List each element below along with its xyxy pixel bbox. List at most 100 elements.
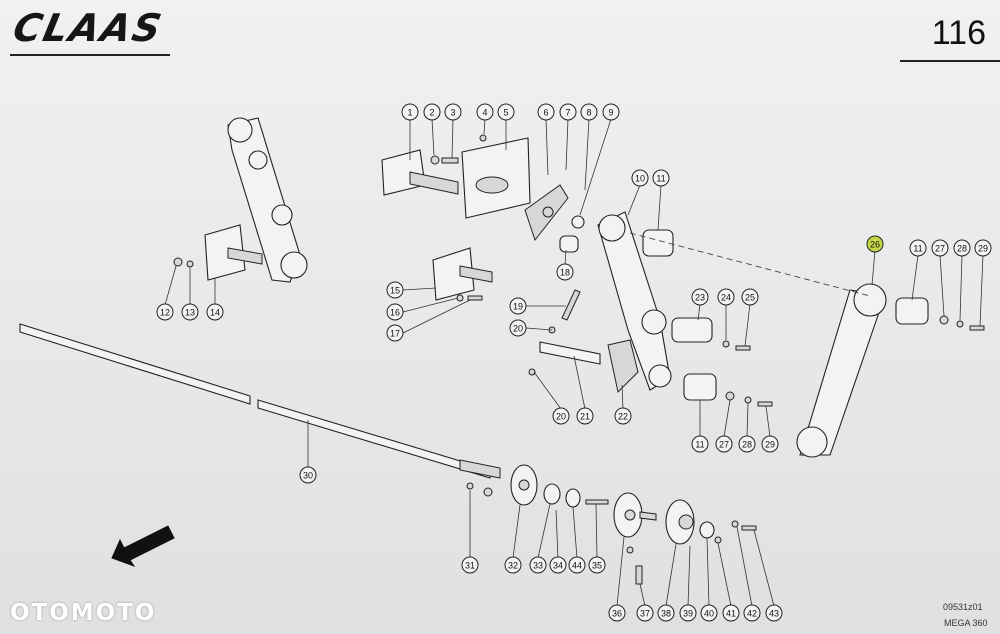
bearing-flange-38 [665, 499, 757, 545]
callout-label: 27 [935, 244, 945, 254]
callout-label: 13 [185, 308, 195, 318]
callout-label: 43 [769, 609, 779, 619]
callout-label: 33 [533, 561, 543, 571]
callout-label: 20 [556, 412, 566, 422]
callout-label: 12 [160, 308, 170, 318]
linkage-arm-right-26 [796, 283, 985, 458]
callout-21: 21 [576, 407, 594, 425]
bracket-15 [432, 247, 493, 302]
callout-label: 25 [745, 293, 755, 303]
callout-20: 20 [552, 407, 570, 425]
callout-label: 40 [704, 609, 714, 619]
callout-44: 44 [568, 556, 586, 574]
callout-label: 32 [508, 561, 518, 571]
callout-label: 8 [586, 108, 591, 118]
callout-10: 10 [631, 169, 649, 187]
callout-31: 31 [461, 556, 479, 574]
callout-label: 21 [580, 412, 590, 422]
callout-label: 18 [560, 268, 570, 278]
callout-4: 4 [476, 103, 494, 121]
callout-35: 35 [588, 556, 606, 574]
callout-label: 28 [957, 244, 967, 254]
callout-1: 1 [401, 103, 419, 121]
callout-label: 28 [742, 440, 752, 450]
page-number: 116 [931, 14, 986, 52]
callout-15: 15 [386, 281, 404, 299]
callout-28: 28 [953, 239, 971, 257]
callout-30: 30 [299, 466, 317, 484]
callout-12: 12 [156, 303, 174, 321]
bearing-flange-36 [585, 492, 657, 585]
machine-model: MEGA 360 [944, 618, 988, 628]
bearing-flange-32 [466, 464, 581, 508]
callout-label: 3 [450, 108, 455, 118]
callout-36: 36 [608, 604, 626, 622]
callout-14: 14 [206, 303, 224, 321]
mounting-plate-left [173, 224, 263, 281]
callout-11: 11 [691, 435, 709, 453]
callout-17: 17 [386, 324, 404, 342]
otomoto-watermark: OTOMOTO [10, 600, 157, 626]
callout-29: 29 [761, 435, 779, 453]
callout-label: 20 [513, 324, 523, 334]
callout-25: 25 [741, 288, 759, 306]
callout-5: 5 [497, 103, 515, 121]
callout-29: 29 [974, 239, 992, 257]
callout-label: 5 [503, 108, 508, 118]
callout-41: 41 [722, 604, 740, 622]
callout-27: 27 [715, 435, 733, 453]
callout-37: 37 [636, 604, 654, 622]
drawing-code: 09531z01 [943, 602, 983, 612]
callout-2: 2 [423, 103, 441, 121]
callout-11: 11 [652, 169, 670, 187]
callout-9: 9 [602, 103, 620, 121]
shaft-30 [19, 323, 501, 479]
callout-label: 24 [721, 293, 731, 303]
callout-39: 39 [679, 604, 697, 622]
callout-label: 11 [695, 440, 704, 450]
bracket-1 [381, 149, 459, 196]
callout-label: 29 [765, 440, 775, 450]
callout-label: 38 [661, 609, 671, 619]
pins-19-21 [528, 289, 601, 376]
callout-label: 11 [913, 244, 922, 254]
callout-label: 15 [390, 286, 400, 296]
callout-label: 30 [303, 471, 313, 481]
callout-33: 33 [529, 556, 547, 574]
callout-label: 19 [513, 302, 523, 312]
callout-13: 13 [181, 303, 199, 321]
callout-28: 28 [738, 435, 756, 453]
callout-label: 16 [390, 308, 400, 318]
callout-label: 23 [695, 293, 705, 303]
callout-label: 1 [407, 108, 412, 118]
callout-label: 35 [592, 561, 602, 571]
callout-label: 42 [747, 609, 757, 619]
callout-3: 3 [444, 103, 462, 121]
callout-label: 36 [612, 609, 622, 619]
logo-underline [10, 54, 170, 56]
callout-label: 34 [553, 561, 563, 571]
callout-20: 20 [509, 319, 527, 337]
callout-40: 40 [700, 604, 718, 622]
callout-label: 39 [683, 609, 693, 619]
callout-label: 41 [726, 609, 736, 619]
callout-label: 26 [870, 240, 880, 250]
callout-32: 32 [504, 556, 522, 574]
callout-19: 19 [509, 297, 527, 315]
callout-26: 26 [866, 235, 884, 253]
callout-24: 24 [717, 288, 735, 306]
callout-label: 4 [482, 108, 487, 118]
callout-38: 38 [657, 604, 675, 622]
callout-23: 23 [691, 288, 709, 306]
bushings-23-11 [671, 317, 773, 407]
callout-27: 27 [931, 239, 949, 257]
callout-label: 37 [640, 609, 650, 619]
callout-label: 17 [390, 329, 400, 339]
callout-label: 10 [635, 174, 645, 184]
callout-11: 11 [909, 239, 927, 257]
callout-18: 18 [556, 263, 574, 281]
callout-label: 27 [719, 440, 729, 450]
callout-43: 43 [765, 604, 783, 622]
